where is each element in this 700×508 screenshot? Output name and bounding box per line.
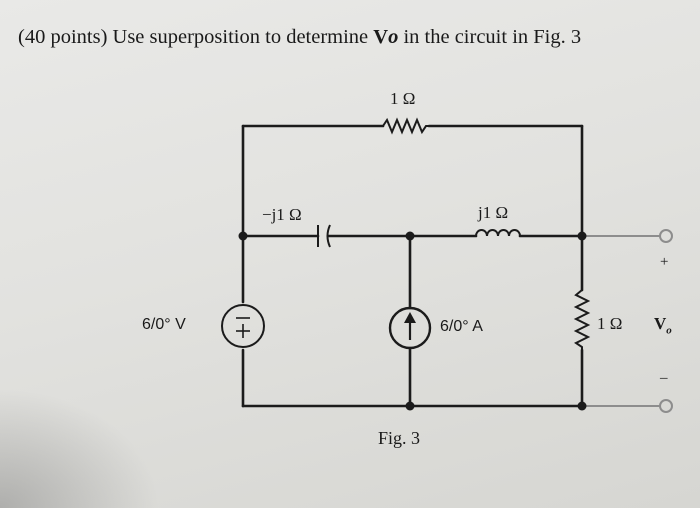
problem-variable: Vo [373,26,399,48]
junction-nodes [238,231,587,411]
capacitor [317,224,331,248]
problem-statement: (40 points) Use superposition to determi… [18,26,688,49]
problem-suffix: in the circuit in Fig. 3 [398,26,582,48]
output-voltage-label: Vo [654,314,672,337]
problem-prefix: (40 points) Use superposition to determi… [18,26,374,48]
voltage-source-label: 6/0° V [142,316,186,333]
capacitor-label: −j1 Ω [262,205,302,224]
output-minus-sign: – [660,370,668,386]
circuit-wires [241,124,584,408]
output-resistor [573,289,591,350]
inductor-label: j1 Ω [478,203,509,222]
current-source [388,306,432,350]
output-resistor-label: 1 Ω [597,314,623,333]
inductor [475,229,521,237]
voltage-source [221,304,265,348]
current-source-label: 6/0° A [440,318,483,335]
output-plus-sign: + [660,254,669,270]
figure-caption: Fig. 3 [378,428,421,448]
top-resistor-label: 1 Ω [390,89,416,108]
photo-shadow [0,388,160,508]
top-resistor [382,117,429,135]
output-terminals [582,229,673,413]
